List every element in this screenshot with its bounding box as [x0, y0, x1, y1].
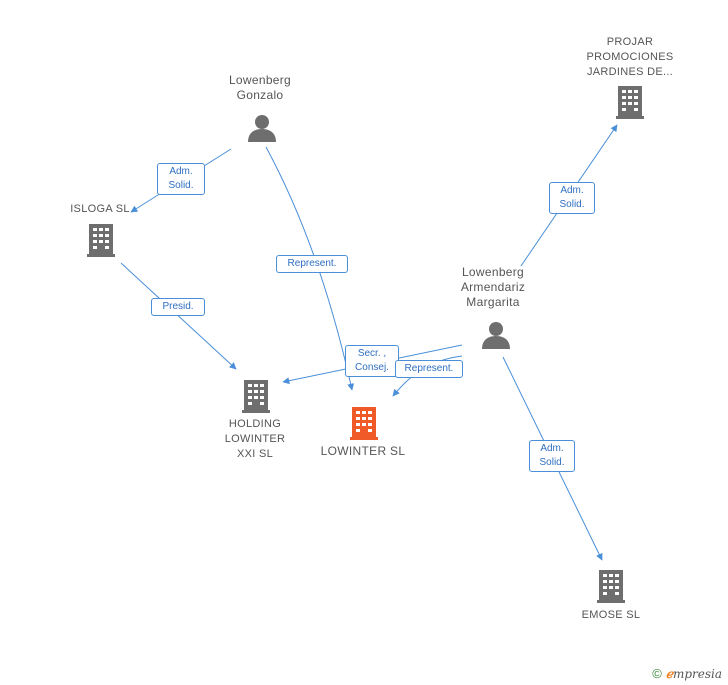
edge-gonzalo-lowinter [265, 146, 355, 391]
relation-label-line: Solid. [539, 457, 565, 468]
node-label-line: Margarita [466, 295, 520, 309]
building-icon[interactable] [597, 570, 625, 603]
node-label-line: PROJAR [606, 36, 654, 48]
relation-label-line: Consej. [355, 362, 389, 373]
person-icon[interactable] [248, 115, 276, 142]
node-label-line: XXI SL [236, 448, 274, 460]
node-label-line: PROMOCIONES [586, 51, 674, 63]
relation-label-line: Adm. [540, 443, 564, 454]
relation-label-line: Adm. [169, 166, 193, 177]
relation-label-line: Represent. [404, 363, 454, 374]
node-label-lowinter[interactable]: LOWINTER SL [313, 444, 413, 459]
edge-isloga-holding [120, 262, 237, 370]
brand-watermark: ©ℯmpresia [652, 666, 722, 681]
node-label-line: Lowenberg [461, 265, 525, 279]
node-label-isloga[interactable]: ISLOGA SL [55, 202, 145, 217]
relation-label-adm-solid[interactable]: Adm. Solid. [549, 182, 595, 214]
node-label-line: EMOSE SL [581, 609, 641, 621]
node-label-emose[interactable]: EMOSE SL [566, 608, 656, 623]
relation-label-line: Represent. [287, 258, 337, 269]
person-icon[interactable] [482, 322, 510, 349]
node-label-lowenberg-gonzalo[interactable]: Lowenberg Gonzalo [210, 73, 310, 103]
node-label-line: JARDINES DE... [586, 66, 674, 78]
relation-label-line: Solid. [168, 180, 194, 191]
relation-label-adm-solid[interactable]: Adm. Solid. [157, 163, 205, 195]
node-label-line: LOWINTER [224, 433, 286, 445]
relation-label-represent[interactable]: Represent. [395, 360, 463, 378]
relation-label-line: Solid. [559, 199, 585, 210]
node-label-line: ISLOGA SL [70, 203, 130, 215]
relation-label-presid[interactable]: Presid. [151, 298, 205, 316]
copyright-icon: © [652, 666, 662, 681]
node-label-line: LOWINTER SL [320, 444, 406, 458]
node-label-lowenberg-armendariz[interactable]: Lowenberg Armendariz Margarita [440, 265, 546, 310]
relation-label-line: Secr. , [357, 348, 387, 359]
node-label-line: HOLDING [228, 418, 282, 430]
node-label-holding[interactable]: HOLDING LOWINTER XXI SL [210, 417, 300, 462]
brand-name: mpresia [672, 667, 722, 681]
node-label-line: Lowenberg [228, 73, 292, 87]
relation-label-secr-consej[interactable]: Secr. , Consej. [345, 345, 399, 377]
relation-label-line: Presid. [162, 301, 194, 312]
node-label-line: Gonzalo [236, 88, 284, 102]
building-icon[interactable] [350, 407, 378, 440]
building-icon[interactable] [242, 380, 270, 413]
relation-label-line: Adm. [560, 185, 584, 196]
brand-logo-e: ℯ [665, 667, 673, 681]
building-icon[interactable] [87, 224, 115, 257]
building-icon[interactable] [616, 86, 644, 119]
node-label-line: Armendariz [460, 280, 526, 294]
relation-label-adm-solid[interactable]: Adm. Solid. [529, 440, 575, 472]
node-label-projar[interactable]: PROJAR PROMOCIONES JARDINES DE... [575, 35, 685, 80]
relation-label-represent[interactable]: Represent. [276, 255, 348, 273]
